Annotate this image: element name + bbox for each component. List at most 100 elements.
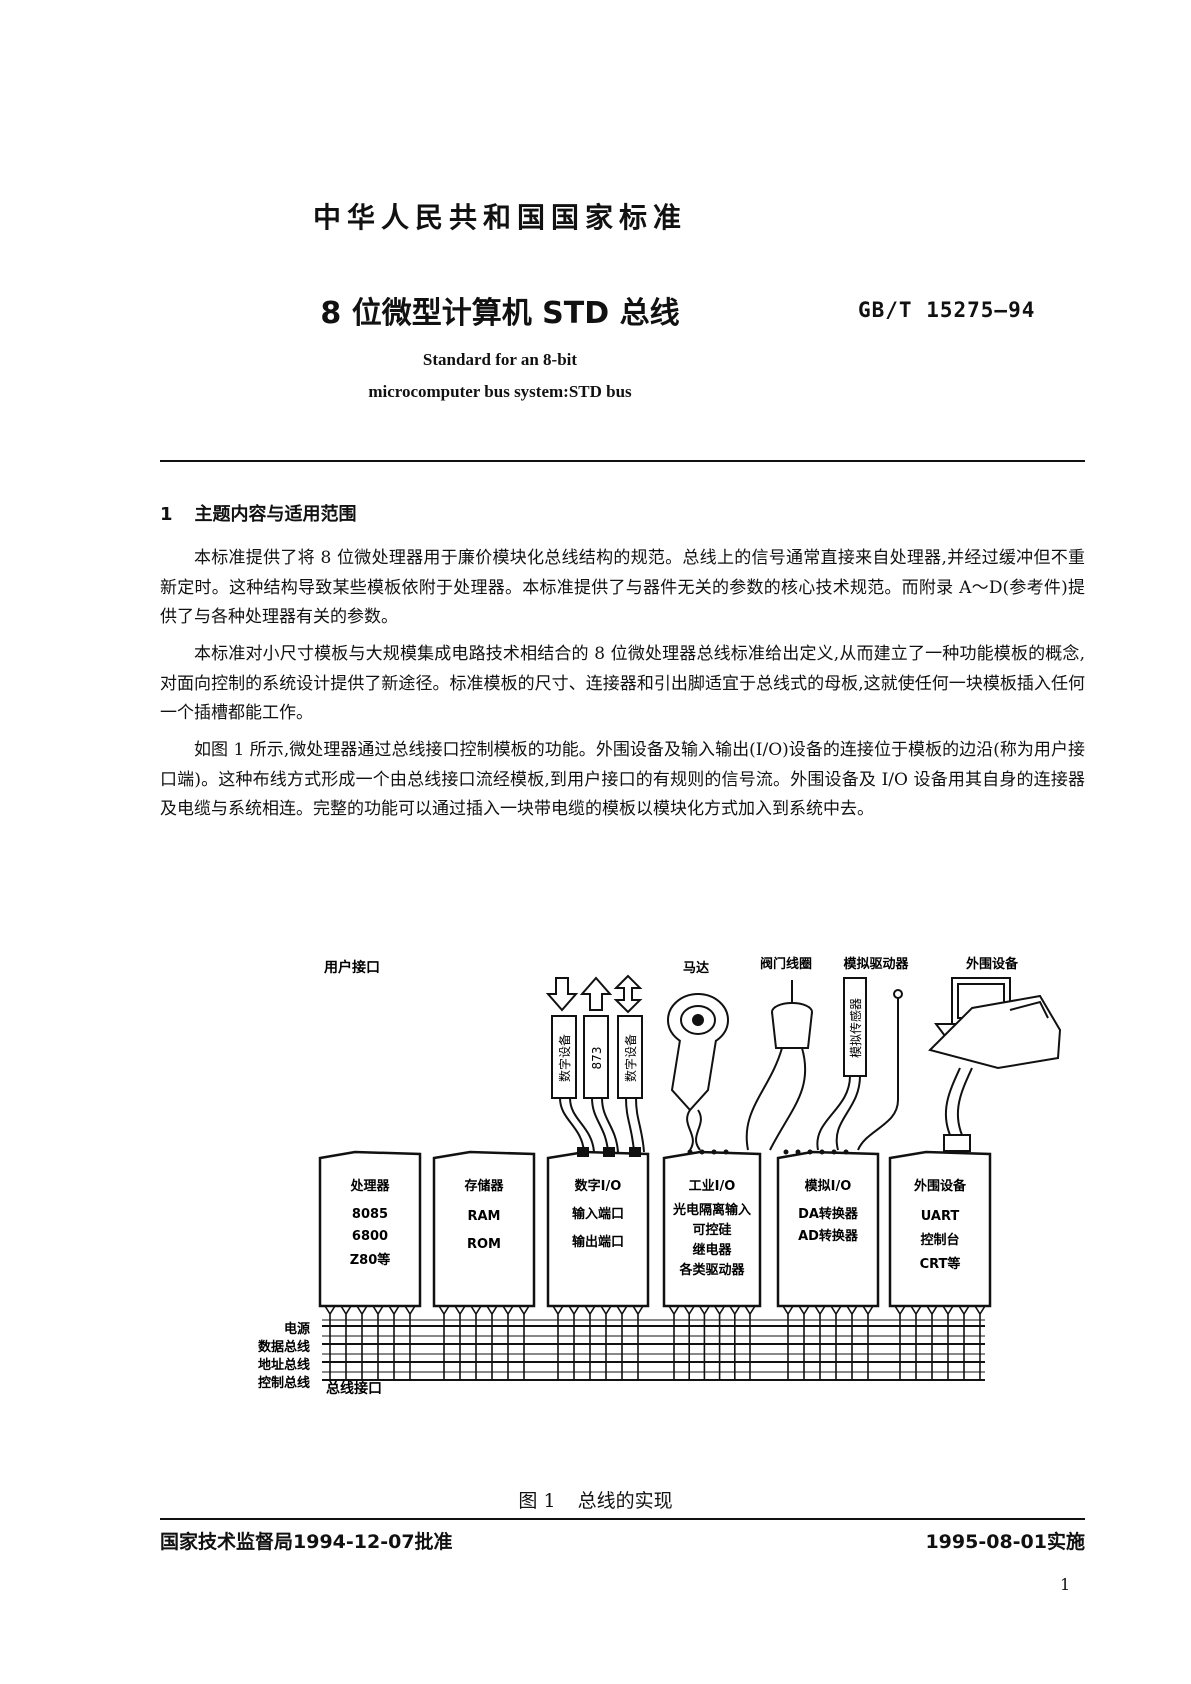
bus-connector-pin xyxy=(404,1305,416,1380)
footer-rule xyxy=(160,1518,1085,1520)
board-peripheral xyxy=(888,1150,992,1308)
bus-implementation-figure: 用户接口 总线接口 电源 数据总线 地址总线 控制总线 马达 阀门线圈 模拟驱动… xyxy=(258,956,1062,1397)
board-peripheral-line-2: 控制台 xyxy=(920,1232,959,1248)
analog-sensor-icon xyxy=(816,977,903,1151)
bus-label-address: 地址总线 xyxy=(258,1357,310,1373)
bus-connector-pin xyxy=(958,1305,970,1380)
board-industrial-io-title: 工业I/O xyxy=(689,1178,736,1194)
terminal-pin xyxy=(795,1149,801,1155)
standard-title-en-line1: Standard for an 8-bit xyxy=(422,350,578,369)
bus-label-data: 数据总线 xyxy=(258,1339,310,1355)
bus-connector-pin xyxy=(584,1305,596,1380)
board-analog-io-title: 模拟I/O xyxy=(805,1178,852,1194)
label-motor: 马达 xyxy=(683,960,709,976)
arrow-up-icon xyxy=(579,976,613,1011)
bus-connector-pin xyxy=(814,1305,826,1380)
bus-connector-pin xyxy=(324,1305,336,1380)
board-digital-io xyxy=(546,1150,650,1308)
bus-connector-pin xyxy=(698,1305,711,1380)
bus-connector-pin xyxy=(632,1305,644,1380)
board-processor xyxy=(318,1150,422,1308)
bus-connector-pin xyxy=(942,1305,954,1380)
motor-icon xyxy=(667,993,729,1151)
label-peripheral-device: 外围设备 xyxy=(965,956,1019,972)
board-analog-io xyxy=(776,1150,880,1308)
bus-connector-pin xyxy=(926,1305,938,1380)
arrow-bidirectional-icon xyxy=(613,974,643,1014)
approval-date: 国家技术监督局1994-12-07批准 xyxy=(160,1531,453,1553)
board-peripheral-line-3: CRT等 xyxy=(920,1256,961,1272)
board-analog-io-line-1: DA转换器 xyxy=(798,1206,859,1222)
cable-label-digital-device-1: 数字设备 xyxy=(557,1034,572,1082)
terminal-pin xyxy=(699,1149,705,1155)
bus-connector-pin xyxy=(502,1305,514,1380)
board-industrial-io xyxy=(662,1150,762,1308)
bus-connector-pin xyxy=(518,1305,530,1380)
bus-connector-pin xyxy=(600,1305,612,1380)
bus-connector-pin xyxy=(552,1305,564,1380)
bus-connector-pin xyxy=(340,1305,352,1380)
board-digital-io-line-1: 输入端口 xyxy=(572,1206,624,1222)
bus-label-control: 控制总线 xyxy=(258,1375,310,1391)
terminal-pin xyxy=(783,1149,789,1155)
board-industrial-io-line-3: 继电器 xyxy=(692,1242,732,1258)
label-valve-coil: 阀门线圈 xyxy=(760,956,812,972)
bus-connector-pin xyxy=(616,1305,628,1380)
bus-connector-pin xyxy=(713,1305,726,1380)
cable-digital-device-2 xyxy=(617,1015,643,1099)
board-processor-title: 处理器 xyxy=(349,1178,390,1194)
valve-coil-icon xyxy=(745,980,813,1151)
label-analog-drive: 模拟驱动器 xyxy=(843,956,909,972)
paragraph-1: 本标准提供了将 8 位微处理器用于廉价模块化总线结构的规范。总线上的信号通常直接… xyxy=(160,548,1085,627)
section-title: 主题内容与适用范围 xyxy=(194,504,357,525)
board-digital-io-title: 数字I/O xyxy=(575,1178,622,1194)
user-interface-label: 用户接口 xyxy=(324,959,380,976)
bus-connector-pin xyxy=(372,1305,384,1380)
bus-connector-pin xyxy=(568,1305,580,1380)
board-analog-io-line-2: AD转换器 xyxy=(798,1228,859,1244)
paragraph-3: 如图 1 所示,微处理器通过总线接口控制模板的功能。外围设备及输入输出(I/O)… xyxy=(160,740,1085,819)
terminal-pin xyxy=(687,1149,693,1155)
board-processor-line-1: 8085 xyxy=(352,1207,388,1222)
bus-connector-pin xyxy=(846,1305,858,1380)
bus-connector-pin xyxy=(438,1305,450,1380)
terminal-pin xyxy=(819,1149,825,1155)
figure-caption-text: 总线的实现 xyxy=(577,1490,673,1512)
figure-caption: 图 1 总线的实现 xyxy=(0,1486,1191,1513)
bus-label-power: 电源 xyxy=(284,1321,310,1337)
bus-connector-pin xyxy=(910,1305,922,1380)
board-processor-line-2: 6800 xyxy=(352,1229,388,1244)
bus-connector-pin xyxy=(830,1305,842,1380)
cable-label-873: 873 xyxy=(590,1047,604,1070)
paragraph-2: 本标准对小尺寸模板与大规模集成电路技术相结合的 8 位微处理器总线标准给出定义,… xyxy=(160,644,1085,723)
board-peripheral-title: 外围设备 xyxy=(913,1178,967,1194)
figure-caption-number: 图 1 xyxy=(518,1490,556,1512)
bus-connector-pin xyxy=(744,1305,756,1380)
effective-date: 1995-08-01实施 xyxy=(925,1531,1085,1553)
terminal-pin xyxy=(807,1149,813,1155)
sensor-label: 模拟传感器 xyxy=(848,998,863,1058)
bus-connector-pin xyxy=(782,1305,794,1380)
bus-interface-label: 总线接口 xyxy=(326,1380,382,1397)
standard-title-cn: 8 位微型计算机 STD 总线 xyxy=(320,296,680,331)
board-memory-title: 存储器 xyxy=(464,1178,504,1194)
peripheral-computer-icon xyxy=(928,977,1062,1152)
bus-connector-pin xyxy=(470,1305,482,1380)
bus-connector-pin xyxy=(486,1305,498,1380)
terminal-pin xyxy=(723,1149,729,1155)
bus-connector-pin xyxy=(894,1305,906,1380)
bus-connector-pin xyxy=(454,1305,466,1380)
cable-873 xyxy=(583,1015,609,1099)
cable-label-digital-device-2: 数字设备 xyxy=(623,1034,638,1082)
board-industrial-io-line-2: 可控硅 xyxy=(692,1222,731,1238)
io-arrows xyxy=(545,974,643,1014)
board-memory-line-1: RAM xyxy=(467,1209,500,1224)
board-digital-io-line-2: 输出端口 xyxy=(572,1234,624,1250)
bus-connector-pin xyxy=(668,1305,680,1380)
cable-digital-device-1 xyxy=(551,1015,577,1099)
bus-connector-pin xyxy=(798,1305,810,1380)
bus-connector-pin xyxy=(729,1305,741,1380)
national-standard-heading: 中华人民共和国国家标准 xyxy=(312,201,687,234)
board-peripheral-line-1: UART xyxy=(921,1209,960,1224)
